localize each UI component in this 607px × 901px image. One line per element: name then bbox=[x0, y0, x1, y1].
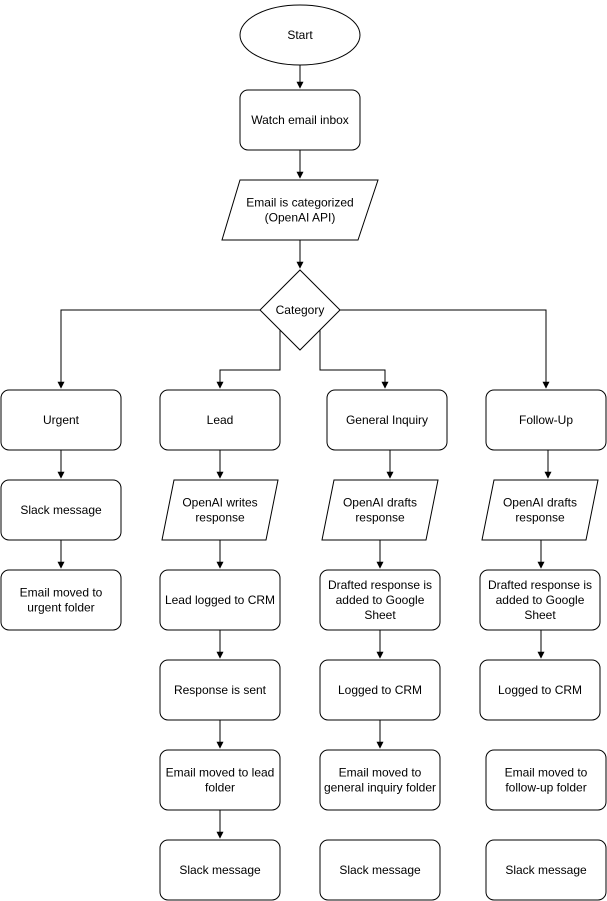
urgent-moved-node bbox=[0, 569, 122, 631]
general-crm-node bbox=[319, 659, 441, 721]
followup-slack-label: Slack message bbox=[505, 863, 587, 877]
followup-crm-label: Logged to CRM bbox=[498, 683, 582, 697]
watch-inbox-node bbox=[239, 89, 361, 151]
followup-slack-node bbox=[485, 839, 607, 901]
urgent-slack-label: Slack message bbox=[20, 503, 102, 517]
general-node bbox=[326, 389, 448, 451]
general-slack-label: Slack message bbox=[339, 863, 421, 877]
lead-node bbox=[159, 389, 281, 451]
lead-openai-node bbox=[161, 479, 279, 541]
lead-sent-node bbox=[159, 659, 281, 721]
followup-label: Follow-Up bbox=[519, 413, 573, 427]
general-sheet-node bbox=[319, 569, 441, 631]
lead-label: Lead bbox=[207, 413, 234, 427]
edge-category-urgent bbox=[57, 309, 260, 389]
followup-node bbox=[485, 389, 607, 451]
lead-slack-node bbox=[159, 839, 281, 901]
general-openai-node bbox=[321, 479, 439, 541]
lead-crm-node bbox=[159, 569, 281, 631]
lead-slack-label: Slack message bbox=[179, 863, 261, 877]
edge-category-general bbox=[319, 330, 389, 389]
categorize-node bbox=[221, 179, 379, 241]
urgent-node bbox=[0, 389, 122, 451]
general-moved-node bbox=[319, 749, 441, 811]
edge-category-followup bbox=[340, 309, 550, 389]
general-crm-label: Logged to CRM bbox=[338, 683, 422, 697]
category-decision-node bbox=[259, 269, 341, 351]
urgent-slack-node bbox=[0, 479, 122, 541]
general-slack-node bbox=[319, 839, 441, 901]
watch-inbox-label: Watch email inbox bbox=[251, 113, 349, 127]
categorize-label: Email is categorized(OpenAI API) bbox=[246, 196, 353, 225]
start-label: Start bbox=[287, 28, 313, 42]
lead-moved-node bbox=[159, 749, 281, 811]
edge-category-lead bbox=[216, 330, 281, 389]
lead-crm-label: Lead logged to CRM bbox=[165, 593, 275, 607]
start-node bbox=[239, 4, 361, 66]
urgent-label: Urgent bbox=[43, 413, 80, 427]
labels: Start Watch email inbox Email is categor… bbox=[20, 28, 592, 877]
followup-moved-node bbox=[485, 749, 607, 811]
category-label: Category bbox=[276, 303, 325, 317]
general-label: General Inquiry bbox=[346, 413, 428, 427]
followup-crm-node bbox=[479, 659, 601, 721]
lead-sent-label: Response is sent bbox=[174, 683, 267, 697]
followup-openai-node bbox=[481, 479, 599, 541]
nodes bbox=[0, 4, 607, 901]
edges bbox=[57, 65, 552, 839]
followup-sheet-node bbox=[479, 569, 601, 631]
